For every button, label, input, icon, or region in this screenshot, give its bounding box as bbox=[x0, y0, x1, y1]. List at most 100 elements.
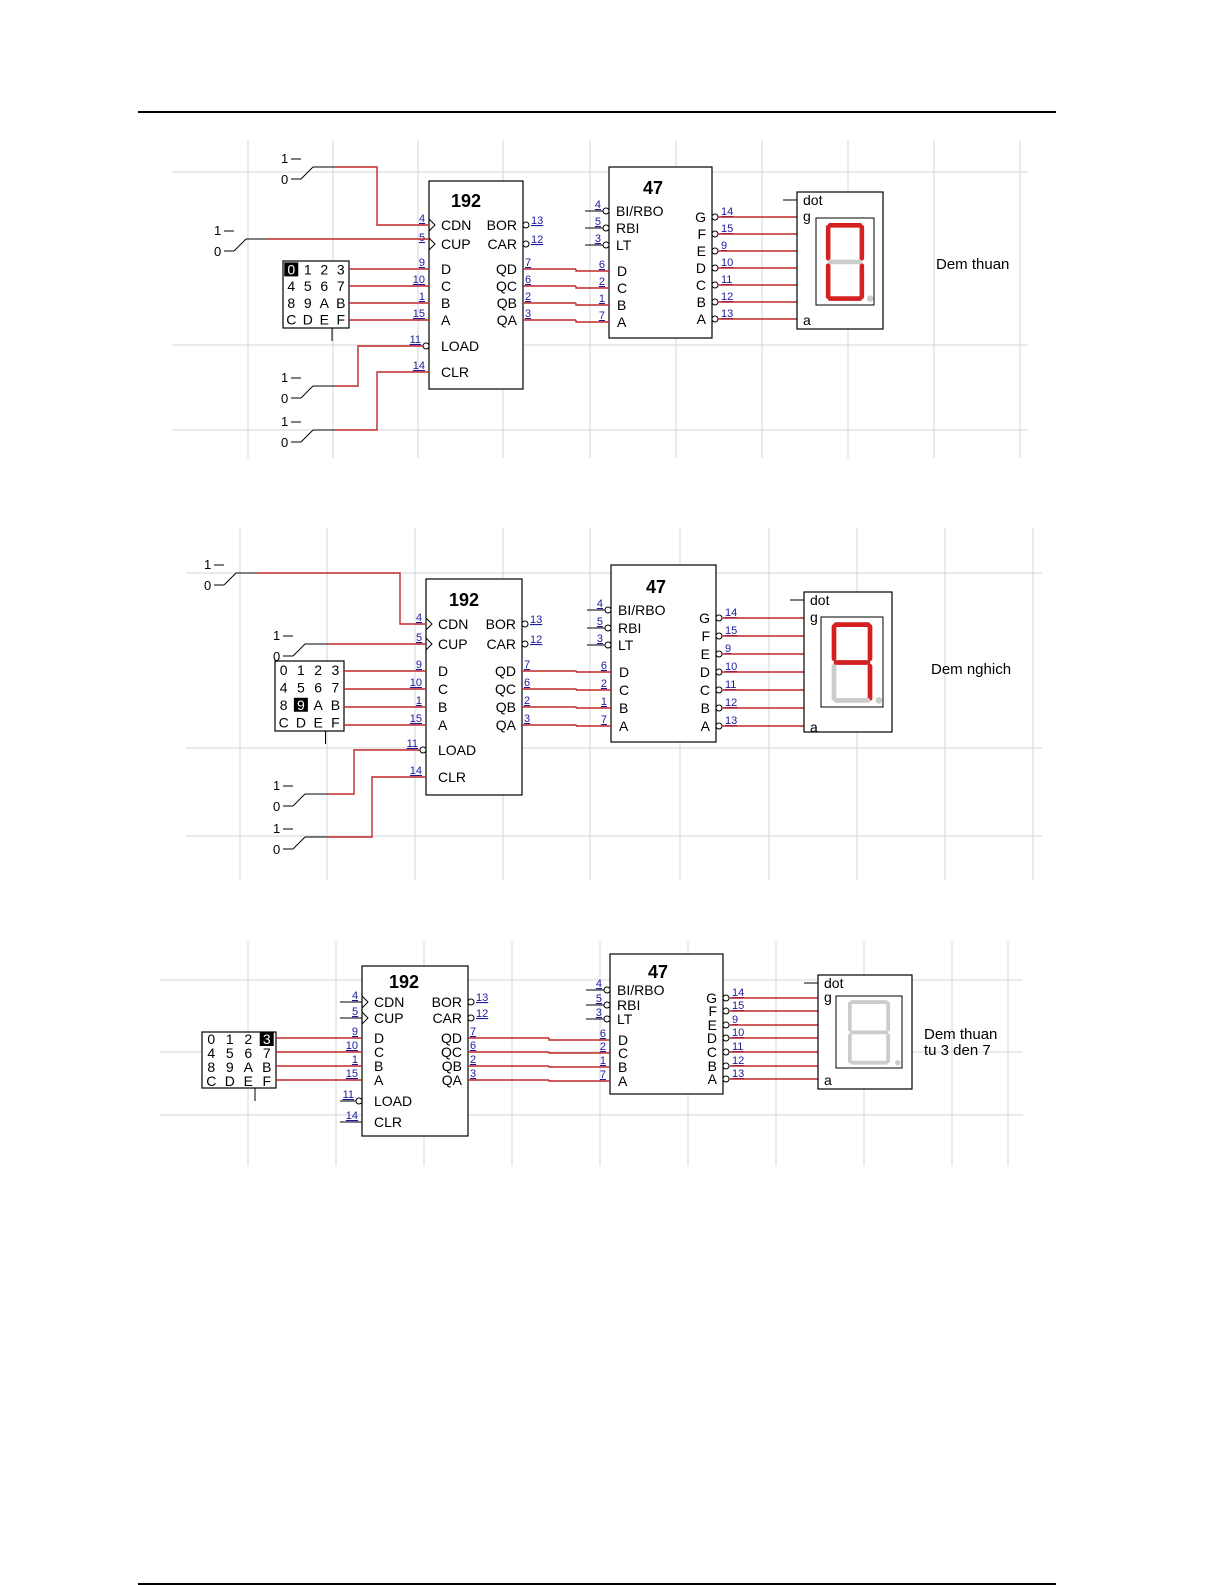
pin-number: 11 bbox=[721, 274, 732, 286]
pin-number: 4 bbox=[352, 990, 358, 1002]
pin-number: 13 bbox=[732, 1068, 744, 1080]
counter-pin-label: C bbox=[438, 681, 448, 697]
pin-number: 2 bbox=[525, 291, 531, 303]
footer-rule bbox=[138, 1583, 1056, 1585]
pin-number: 10 bbox=[725, 661, 737, 673]
counter-pin-label: CAR bbox=[486, 636, 516, 652]
pin-number: 14 bbox=[410, 765, 422, 777]
inversion-bubble bbox=[422, 342, 430, 350]
switch-one-label: 1 bbox=[273, 821, 280, 836]
pin-number: 6 bbox=[524, 677, 530, 689]
decoder-pin-label: C bbox=[707, 1044, 717, 1060]
counter-pin-label: QC bbox=[441, 1044, 462, 1060]
display-a-label: a bbox=[810, 719, 818, 735]
display-dot-label: dot bbox=[824, 975, 844, 991]
keypad-key: C bbox=[206, 1073, 216, 1089]
display-a-label: a bbox=[803, 312, 811, 328]
keypad-key: 3 bbox=[263, 1031, 271, 1047]
circuit-caption: Dem nghich bbox=[931, 661, 1011, 678]
keypad-key: 4 bbox=[207, 1045, 215, 1061]
pin-number: 5 bbox=[596, 993, 602, 1005]
decoder-pin-label: LT bbox=[618, 637, 634, 653]
pin-number: 13 bbox=[530, 614, 542, 626]
keypad-selected-key bbox=[259, 1032, 274, 1046]
counter-title: 192 bbox=[389, 972, 419, 992]
decoder-pin-label: RBI bbox=[618, 620, 641, 636]
keypad-selected-key bbox=[284, 262, 299, 277]
keypad-key: 3 bbox=[337, 261, 345, 277]
switch-one-label: 1 bbox=[281, 414, 288, 429]
pin-number: 14 bbox=[721, 206, 733, 218]
pin-number: 14 bbox=[725, 607, 737, 619]
keypad-key: E bbox=[320, 312, 329, 328]
keypad-key: 6 bbox=[244, 1045, 252, 1061]
pin-number: 5 bbox=[595, 216, 601, 228]
decoder-pin-label: B bbox=[619, 700, 628, 716]
circuit-caption: tu 3 den 7 bbox=[924, 1042, 991, 1059]
header-rule bbox=[138, 111, 1056, 113]
segment-dot bbox=[867, 295, 874, 302]
pin-number: 6 bbox=[601, 660, 607, 672]
display-g-label: g bbox=[824, 989, 832, 1005]
keypad-key: C bbox=[279, 714, 289, 730]
counter-pin-label: D bbox=[438, 663, 448, 679]
counter-pin-label: QD bbox=[496, 261, 517, 277]
pin-number: 6 bbox=[600, 1028, 606, 1040]
counter-pin-label: QB bbox=[497, 295, 517, 311]
decoder-title: 47 bbox=[646, 577, 666, 597]
counter-title: 192 bbox=[449, 590, 479, 610]
switch-zero-label: 0 bbox=[281, 435, 288, 450]
decoder-pin-label: G bbox=[706, 990, 717, 1006]
pin-number: 9 bbox=[419, 257, 425, 269]
keypad-key: D bbox=[303, 312, 313, 328]
counter-pin-label: B bbox=[438, 699, 447, 715]
keypad-key: 8 bbox=[207, 1059, 215, 1075]
clock-input-marker bbox=[361, 1011, 369, 1025]
pin-number: 5 bbox=[416, 632, 422, 644]
pin-number: 5 bbox=[597, 616, 603, 628]
decoder-pin-label: D bbox=[696, 260, 706, 276]
decoder-pin-label: C bbox=[700, 682, 710, 698]
inversion-bubble bbox=[715, 650, 723, 658]
pin-number: 2 bbox=[601, 678, 607, 690]
counter-pin-label: B bbox=[441, 295, 450, 311]
counter-pin-label: CLR bbox=[374, 1114, 402, 1130]
display-window bbox=[815, 217, 875, 306]
display-g-label: g bbox=[810, 609, 818, 625]
keypad-key: 0 bbox=[207, 1031, 215, 1047]
inversion-bubble bbox=[711, 315, 719, 323]
switch-lever bbox=[292, 836, 306, 850]
decoder-pin-label: A bbox=[619, 718, 629, 734]
pin-number: 12 bbox=[530, 634, 542, 646]
switch-lever bbox=[223, 572, 237, 586]
decoder-pin-label: C bbox=[617, 280, 627, 296]
wire bbox=[575, 320, 609, 323]
decoder-pin-label: B bbox=[708, 1058, 717, 1074]
pin-number: 11 bbox=[410, 334, 421, 346]
pin-number: 9 bbox=[721, 240, 727, 252]
counter-pin-label: C bbox=[441, 278, 451, 294]
switch-zero-label: 0 bbox=[273, 842, 280, 857]
pin-number: 12 bbox=[721, 291, 733, 303]
decoder-title: 47 bbox=[643, 178, 663, 198]
pin-number: 3 bbox=[597, 633, 603, 645]
inversion-bubble bbox=[722, 1048, 730, 1056]
inversion-bubble bbox=[604, 641, 612, 649]
decoder-pin-label: BI/RBO bbox=[617, 982, 665, 998]
pin-number: 1 bbox=[601, 696, 607, 708]
decoder-pin-label: D bbox=[707, 1030, 717, 1046]
inversion-bubble bbox=[522, 240, 530, 248]
counter-pin-label: CLR bbox=[441, 364, 469, 380]
pin-number: 6 bbox=[525, 274, 531, 286]
decoder-pin-label: B bbox=[618, 1059, 627, 1075]
wire bbox=[575, 303, 609, 306]
clock-input-marker bbox=[428, 218, 436, 232]
pin-number: 15 bbox=[410, 713, 422, 725]
keypad-key: E bbox=[244, 1073, 253, 1089]
inversion-bubble bbox=[715, 668, 723, 676]
pin-number: 11 bbox=[343, 1089, 354, 1101]
pin-number: 7 bbox=[525, 257, 531, 269]
keypad-key: 8 bbox=[287, 295, 295, 311]
inversion-bubble bbox=[604, 606, 612, 614]
counter-pin-label: BOR bbox=[432, 994, 462, 1010]
